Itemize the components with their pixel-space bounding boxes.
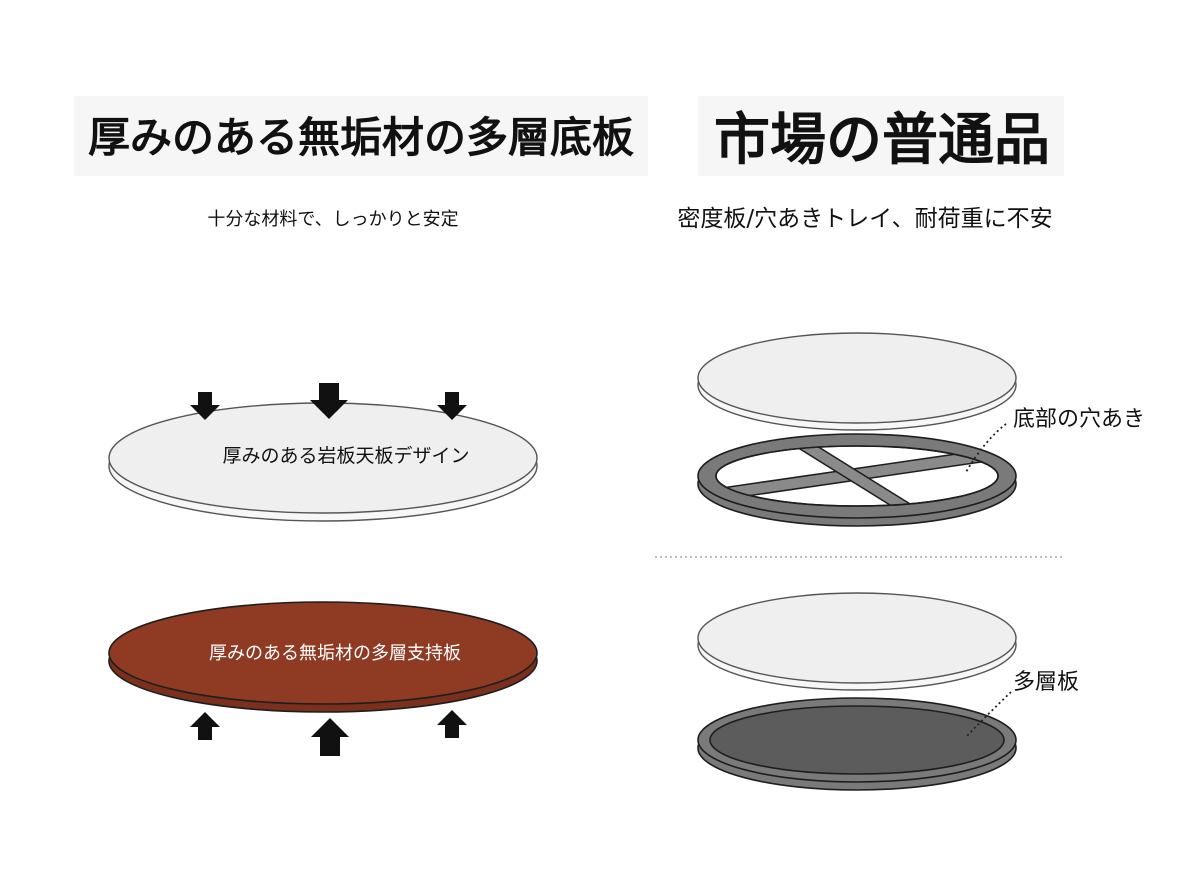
stone-tabletop: [108, 402, 538, 522]
left-title-panel: [74, 96, 648, 176]
lower-callout-leader: [964, 691, 1012, 739]
tabletop-surface: [697, 332, 1017, 424]
up-arrow-icon: [190, 712, 220, 740]
right-title-panel: [698, 96, 1064, 176]
down-arrow-icon: [437, 392, 467, 420]
market-tabletop-lower: [697, 592, 1017, 691]
tabletop-surface: [697, 592, 1017, 684]
upper-callout-label: 底部の穴あき: [1013, 407, 1145, 432]
solid-wood-board: [108, 601, 538, 713]
up-arrow-icon: [437, 710, 467, 738]
stone-tabletop-label: 厚みのある岩板天板デザイン: [222, 445, 469, 467]
upper-callout-leader: [965, 423, 1007, 473]
left-subtitle: 十分な材料で、しっかりと安定: [207, 209, 458, 230]
right-subtitle: 密度板/穴あきトレイ、耐荷重に不安: [677, 206, 1052, 232]
solid-wood-surface: [108, 601, 538, 705]
lower-callout-label: 多層板: [1013, 670, 1079, 695]
perforated-tray: [697, 433, 1017, 527]
down-arrow-icon: [310, 383, 348, 419]
left-title: 厚みのある無垢材の多層底板: [88, 113, 634, 162]
board-surface: [709, 705, 1005, 775]
market-tabletop-upper: [697, 332, 1017, 431]
up-arrow-icon: [311, 718, 349, 756]
right-title: 市場の普通品: [714, 108, 1050, 173]
down-arrow-icon: [190, 392, 220, 420]
multilayer-board: [697, 697, 1017, 791]
tray-cross-bars: [716, 446, 998, 506]
solid-wood-board-label: 厚みのある無垢材の多層支持板: [209, 643, 461, 664]
